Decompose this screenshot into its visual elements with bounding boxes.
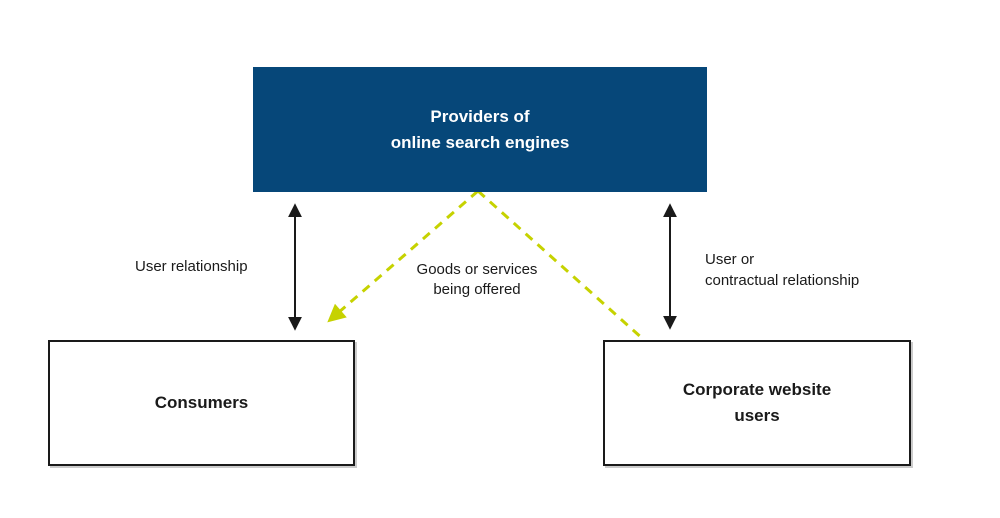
dashed-arrow-to-consumers (327, 189, 479, 323)
node-consumers-label: Consumers (154, 393, 249, 412)
node-corporate-label-line1: Corporate website (682, 380, 832, 399)
edge-label-user-relationship: User relationship (135, 258, 248, 275)
node-consumers: Consumers (48, 340, 355, 466)
node-corporate-label-line2: users (734, 406, 780, 425)
edge-label-goods-or-services: Goods or services being offered (387, 260, 567, 300)
edge-label-goods-line1: Goods or services (416, 261, 538, 278)
edge-label-contractual-relationship: User or contractual relationship (705, 249, 859, 291)
node-providers-label-line1: Providers of (430, 106, 530, 126)
edge-label-contractual-line1: User or (705, 251, 755, 268)
node-corporate-website-users: Corporate website users (603, 340, 911, 466)
node-providers-label-line2: online search engines (390, 132, 570, 152)
edge-label-goods-line2: being offered (433, 281, 521, 298)
node-providers: Providers of online search engines (253, 67, 707, 192)
edge-label-contractual-line2: contractual relationship (705, 272, 860, 289)
